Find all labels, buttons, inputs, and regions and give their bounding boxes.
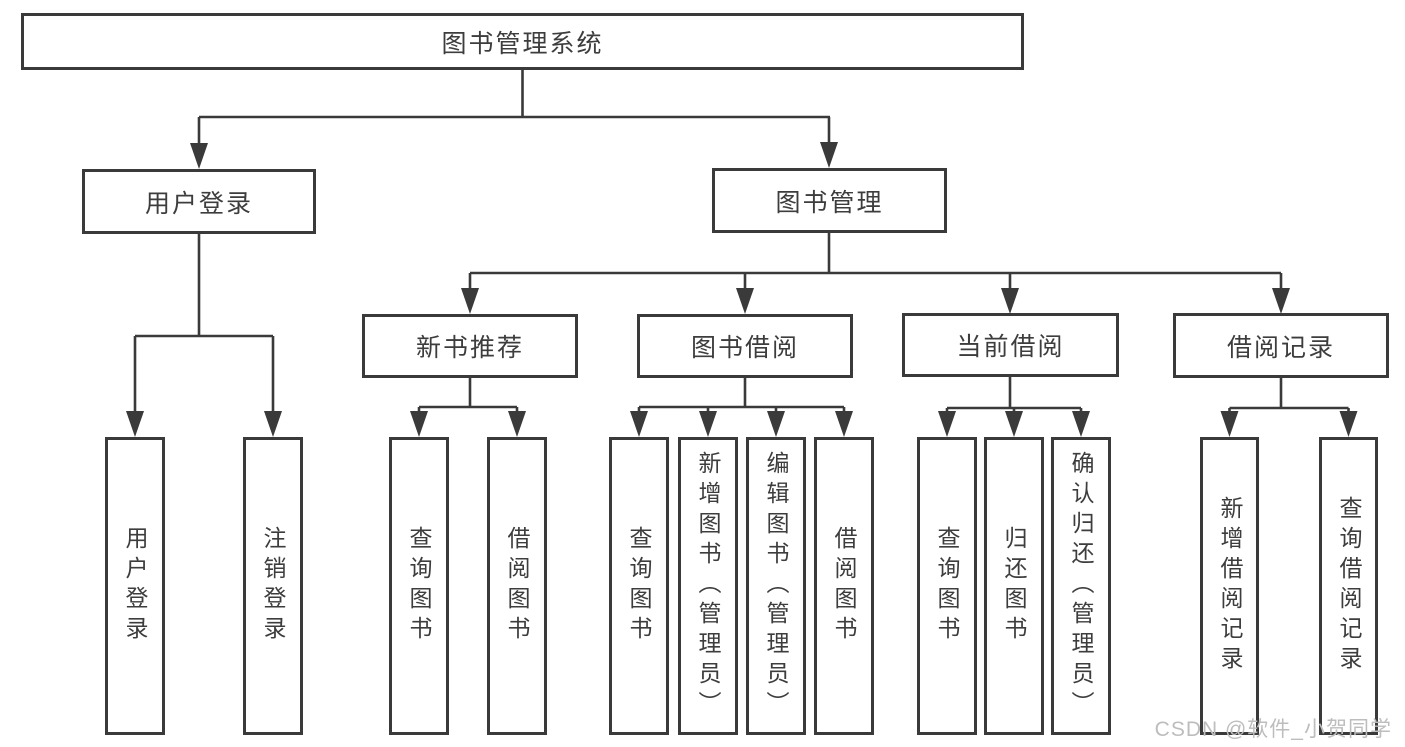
arrowhead (508, 411, 526, 437)
node-current-borrowing: 当前借阅 (902, 313, 1119, 377)
node-book-management-module: 图书管理 (712, 168, 947, 233)
node-leaf-recommend-borrow-books: 借阅图书 (487, 437, 547, 735)
arrowhead (1001, 288, 1019, 314)
connector-borrowing-to-leaves (630, 378, 853, 437)
arrowhead (410, 411, 428, 437)
node-leaf-current-confirm-return-admin: 确认归还（管理员） (1051, 437, 1111, 735)
node-leaf-logout: 注销登录 (243, 437, 303, 735)
node-leaf-borrowing-borrow-books: 借阅图书 (814, 437, 874, 735)
arrowhead (630, 411, 648, 437)
arrowhead (461, 288, 479, 314)
node-user-login-module: 用户登录 (82, 169, 316, 234)
node-leaf-recommend-query-books: 查询图书 (389, 437, 449, 735)
arrowhead (126, 411, 144, 437)
node-book-borrowing: 图书借阅 (637, 314, 853, 378)
connector-current-to-leaves (938, 377, 1090, 437)
arrowhead (1220, 411, 1239, 437)
node-leaf-records-query-borrow-record: 查询借阅记录 (1319, 437, 1378, 735)
node-leaf-user-login: 用户登录 (105, 437, 165, 735)
connector-recommendation-to-leaves (410, 378, 526, 437)
arrowhead (767, 411, 785, 437)
node-leaf-borrowing-edit-books-admin: 编辑图书（管理员） (746, 437, 806, 735)
arrowhead (820, 142, 838, 168)
node-library-management-system: 图书管理系统 (21, 13, 1024, 70)
arrowhead (1339, 411, 1358, 437)
node-leaf-current-return-books: 归还图书 (984, 437, 1044, 735)
csdn-watermark: CSDN @软件_小贺同学 (1154, 718, 1392, 741)
connector-root-to-level2 (190, 69, 838, 169)
arrowhead (1005, 411, 1023, 437)
arrowhead (264, 411, 282, 437)
arrowhead (736, 288, 754, 314)
node-leaf-borrowing-query-books: 查询图书 (609, 437, 669, 735)
arrowhead (835, 411, 853, 437)
arrowhead (699, 411, 717, 437)
node-leaf-current-query-books: 查询图书 (917, 437, 977, 735)
connector-records-to-leaves (1220, 378, 1358, 437)
node-new-book-recommendation: 新书推荐 (362, 314, 578, 378)
node-leaf-records-add-borrow-record: 新增借阅记录 (1200, 437, 1259, 735)
connector-book-management-to-level3 (461, 233, 1290, 314)
node-borrowing-records: 借阅记录 (1173, 313, 1389, 378)
connector-user-login-to-leaves (126, 234, 282, 437)
arrowhead (1072, 411, 1090, 437)
arrowhead (1272, 288, 1290, 314)
node-leaf-borrowing-add-books-admin: 新增图书（管理员） (678, 437, 738, 735)
arrowhead (190, 143, 208, 169)
arrowhead (938, 411, 956, 437)
